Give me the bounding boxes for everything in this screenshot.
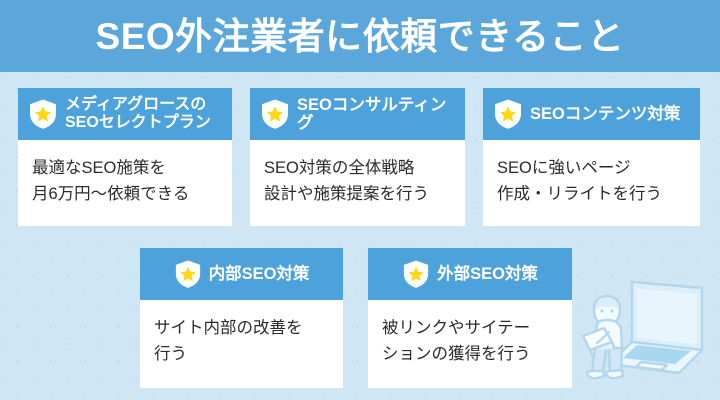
card-seo-content-measures: SEOコンテンツ対策 SEOに強いページ 作成・リライトを行う [483, 88, 700, 226]
card-body-text: サイト内部の改善を 行う [154, 319, 303, 363]
card-heading: メディアグロースの SEOセレクトプラン [65, 96, 211, 131]
shield-star-icon [495, 99, 521, 129]
shield-star-icon [30, 99, 56, 129]
card-header: メディアグロースの SEOセレクトプラン [18, 88, 232, 140]
shield-star-icon [403, 260, 429, 288]
card-body-text: 被リンクやサイテー ションの獲得を行う [382, 319, 531, 363]
page-title: SEO外注業者に依頼できること [95, 15, 625, 57]
page-header: SEO外注業者に依頼できること [0, 0, 720, 72]
card-media-growth-seo-select-plan: メディアグロースの SEOセレクトプラン 最適なSEO施策を 月6万円〜依頼でき… [18, 88, 232, 226]
person-with-laptop-illustration [581, 280, 704, 380]
shield-star-icon [175, 260, 200, 288]
card-header: 外部SEO対策 [368, 248, 572, 300]
card-heading: SEOコンテンツ対策 [530, 104, 681, 123]
card-body-text: 最適なSEO施策を 月6万円〜依頼できる [32, 159, 190, 203]
shield-star-icon [262, 99, 288, 129]
card-body-text: SEOに強いページ 作成・リライトを行う [497, 159, 662, 203]
card-heading: 外部SEO対策 [437, 264, 538, 283]
card-heading: 内部SEO対策 [208, 264, 310, 283]
card-seo-consulting: SEOコンサルティング SEO対策の全体戦略 設計や施策提案を行う [250, 88, 465, 226]
card-body-text: SEO対策の全体戦略 設計や施策提案を行う [264, 159, 429, 203]
card-heading: SEOコンサルティング [297, 95, 447, 132]
card-header: 内部SEO対策 [140, 248, 343, 300]
card-external-seo-measures: 外部SEO対策 被リンクやサイテー ションの獲得を行う [368, 248, 572, 388]
card-header: SEOコンサルティング [250, 88, 465, 140]
card-header: SEOコンテンツ対策 [483, 88, 700, 140]
card-internal-seo-measures: 内部SEO対策 サイト内部の改善を 行う [140, 248, 343, 388]
